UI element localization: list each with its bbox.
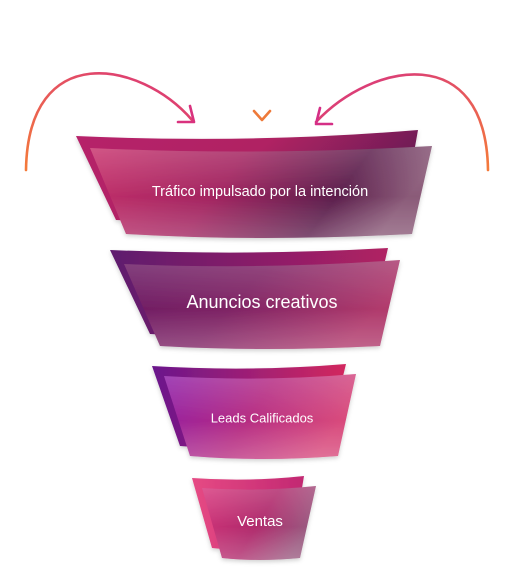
stage-1-label: Tráfico impulsado por la intención	[152, 184, 368, 200]
arrow-left	[24, 72, 196, 172]
stage-3-label: Leads Calificados	[211, 410, 314, 425]
stage-4-label: Ventas	[237, 513, 283, 530]
funnel-stage-1: Tráfico impulsado por la intención	[76, 130, 432, 238]
stage-2-label: Anuncios creativos	[186, 292, 337, 312]
funnel-stage-3: Leads Calificados	[152, 364, 356, 459]
funnel-stage-2: Anuncios creativos	[110, 248, 400, 349]
arrow-right	[314, 73, 490, 172]
funnel-stage-4: Ventas	[192, 476, 316, 560]
arrow-center	[252, 0, 272, 122]
